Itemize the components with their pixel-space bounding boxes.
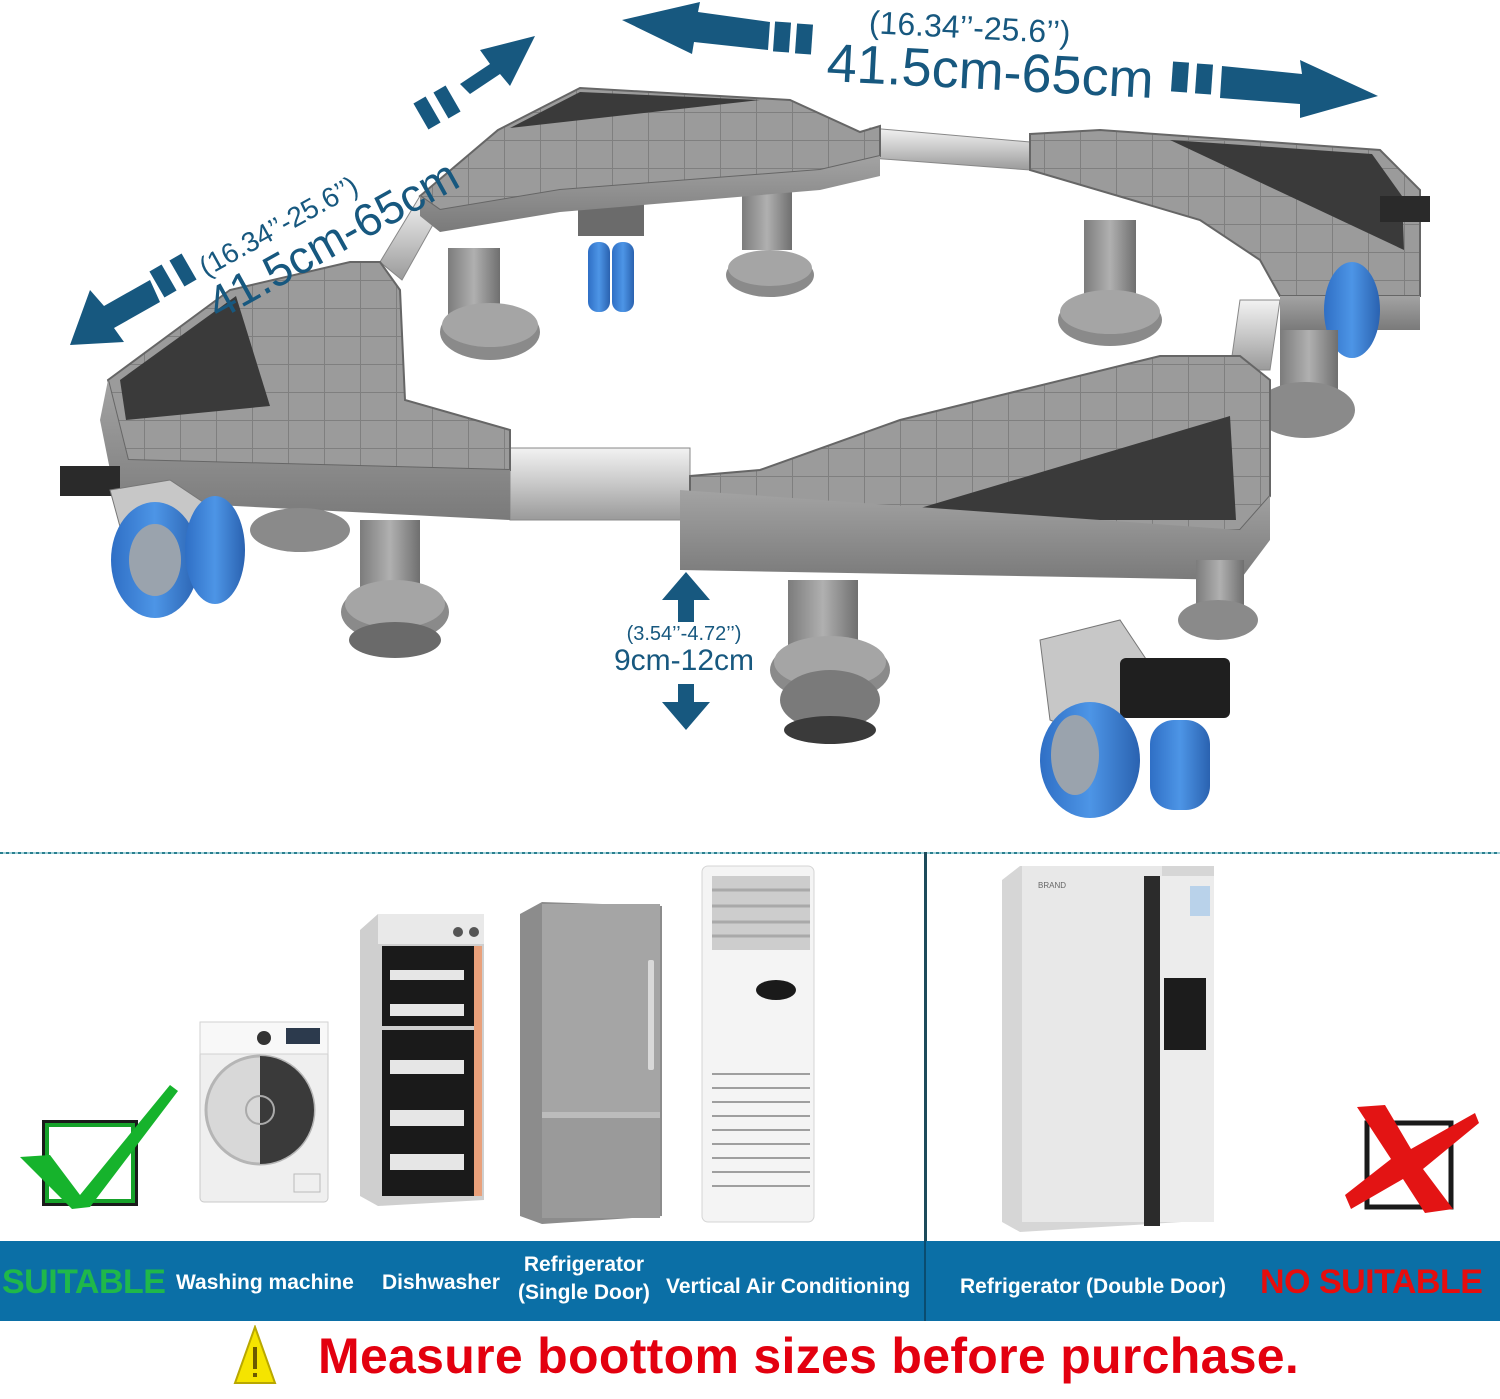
width-arrow-icon	[622, 2, 1378, 118]
single-door-refrigerator-label-line2: (Single Door)	[518, 1281, 650, 1305]
section-divider-vertical	[924, 852, 927, 1242]
single-door-refrigerator-label-line1: Refrigerator	[523, 1253, 645, 1276]
suitable-label: SUITABLE	[2, 1263, 166, 1301]
bar-divider	[924, 1241, 926, 1321]
not-suitable-label: NO SUITABLE	[1260, 1263, 1483, 1301]
compatibility-label-bar: SUITABLE Washing machine Dishwasher Refr…	[0, 1241, 1500, 1321]
washing-machine-icon	[199, 1021, 329, 1203]
warning-footer: Measure boottom sizes before purchase.	[0, 1321, 1500, 1399]
corner-plate-right	[1029, 128, 1430, 438]
measure-warning-text: Measure boottom sizes before purchase.	[318, 1328, 1300, 1384]
width-dimension-label: (16.34’’-25.6’’) 41.5cm-65cm	[825, 4, 1156, 110]
double-door-refrigerator-label: Refrigerator (Double Door)	[960, 1275, 1227, 1298]
corner-plate-front	[680, 355, 1271, 818]
height-inch-range: (3.54’’-4.72’’)	[626, 623, 742, 645]
warning-triangle-icon	[233, 1325, 277, 1384]
green-check-icon	[20, 1085, 178, 1209]
corner-plate-back	[418, 86, 881, 232]
height-cm-range: 9cm-12cm	[614, 644, 755, 677]
height-arrow-icon	[662, 572, 710, 730]
double-door-refrigerator-icon: BRAND	[1002, 866, 1214, 1232]
product-illustration: (16.34’’-25.6’’) 41.5cm-65cm (16.34’’-25…	[60, 2, 1430, 818]
height-dimension-label: (3.54’’-4.72’’) 9cm-12cm	[614, 624, 754, 676]
single-door-refrigerator-label: Refrigerator (Single Door)	[518, 1251, 650, 1308]
section-divider-horizontal	[0, 852, 1500, 854]
red-cross-icon	[1345, 1105, 1479, 1213]
corner-plate-left	[60, 261, 511, 658]
appliance-base-drawing	[60, 2, 1430, 818]
dishwasher-icon	[360, 914, 484, 1206]
brand-text: BRAND	[1038, 881, 1066, 890]
single-door-refrigerator-icon	[520, 902, 662, 1224]
vertical-air-conditioning-label: Vertical Air Conditioning	[666, 1275, 911, 1298]
depth-arrow-icon	[70, 36, 535, 345]
washing-machine-label: Washing machine	[176, 1271, 354, 1294]
dishwasher-label: Dishwasher	[382, 1271, 500, 1294]
vertical-air-conditioner-icon	[701, 865, 815, 1223]
